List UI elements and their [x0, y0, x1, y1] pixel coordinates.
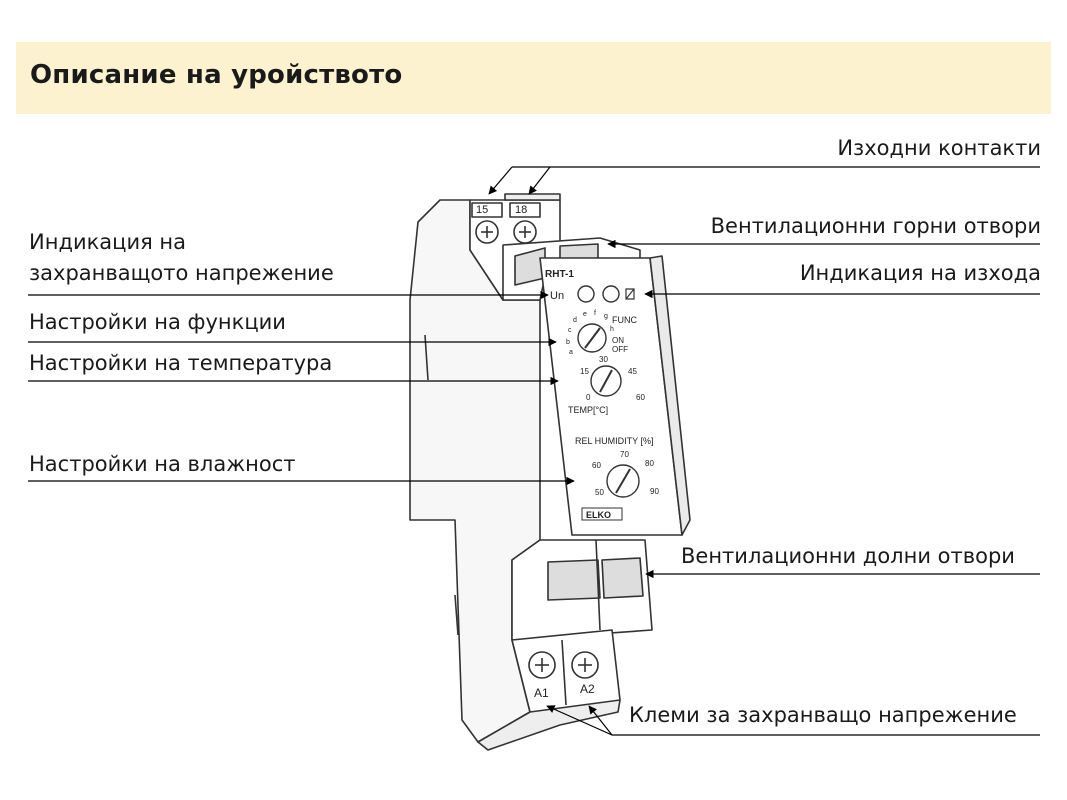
label-humidity-settings: Настройки на влажност [29, 452, 296, 476]
terminal-18-label: 18 [515, 204, 527, 216]
svg-text:c: c [568, 327, 572, 334]
svg-text:60: 60 [592, 461, 601, 470]
svg-text:f: f [594, 310, 596, 317]
svg-text:0: 0 [586, 393, 591, 402]
svg-text:h: h [610, 326, 614, 333]
leader-lines [28, 166, 1040, 736]
un-label: Un [550, 290, 564, 302]
svg-text:b: b [566, 339, 570, 346]
svg-text:ON: ON [612, 336, 624, 345]
svg-text:45: 45 [628, 367, 637, 376]
svg-text:70: 70 [620, 450, 629, 459]
svg-text:d: d [573, 317, 577, 324]
svg-text:e: e [583, 311, 587, 318]
un-led-icon [577, 285, 595, 303]
svg-text:OFF: OFF [612, 345, 628, 354]
svg-text:60: 60 [636, 393, 645, 402]
terminal-a1-label: A1 [534, 686, 549, 700]
temp-label: TEMP[°C] [568, 405, 608, 415]
svg-text:30: 30 [599, 355, 608, 364]
svg-text:15: 15 [580, 367, 589, 376]
output-led-icon [602, 285, 620, 303]
device-markings: 15 18 RHT-1 Un FUNC a b c d e f g h ON O… [476, 204, 659, 700]
relay-symbol-icon [625, 288, 635, 300]
label-supply-terminals: Клеми за захранващо напрежение [629, 703, 1017, 727]
terminal-15-label: 15 [476, 204, 488, 216]
svg-text:90: 90 [650, 487, 659, 496]
label-supply-indication-line1: Индикация на [29, 230, 187, 254]
svg-text:g: g [604, 313, 608, 320]
func-label: FUNC [612, 315, 637, 325]
label-output-contacts: Изходни контакти [837, 136, 1041, 160]
svg-text:80: 80 [645, 459, 654, 468]
label-vent-top: Вентилационни горни отвори [710, 214, 1041, 238]
svg-text:50: 50 [595, 488, 604, 497]
label-function-settings: Настройки на функции [29, 310, 286, 334]
svg-text:a: a [569, 349, 573, 356]
label-temperature-settings: Настройки на температура [29, 351, 333, 375]
din-rail-device [409, 193, 691, 751]
page-title: Описание на уройството [30, 60, 403, 90]
humidity-label: REL HUMIDITY [%] [575, 436, 654, 446]
label-output-indication: Индикация на изхода [799, 261, 1041, 285]
header-bar: Описание на уройството [16, 42, 1051, 114]
brand-logo: ELKO [586, 510, 611, 520]
label-supply-indication-line2: захранващото напрежение [29, 261, 334, 285]
label-vent-bottom: Вентилационни долни отвори [681, 544, 1015, 568]
model-label: RHT-1 [545, 269, 574, 280]
terminal-a2-label: A2 [580, 682, 595, 696]
